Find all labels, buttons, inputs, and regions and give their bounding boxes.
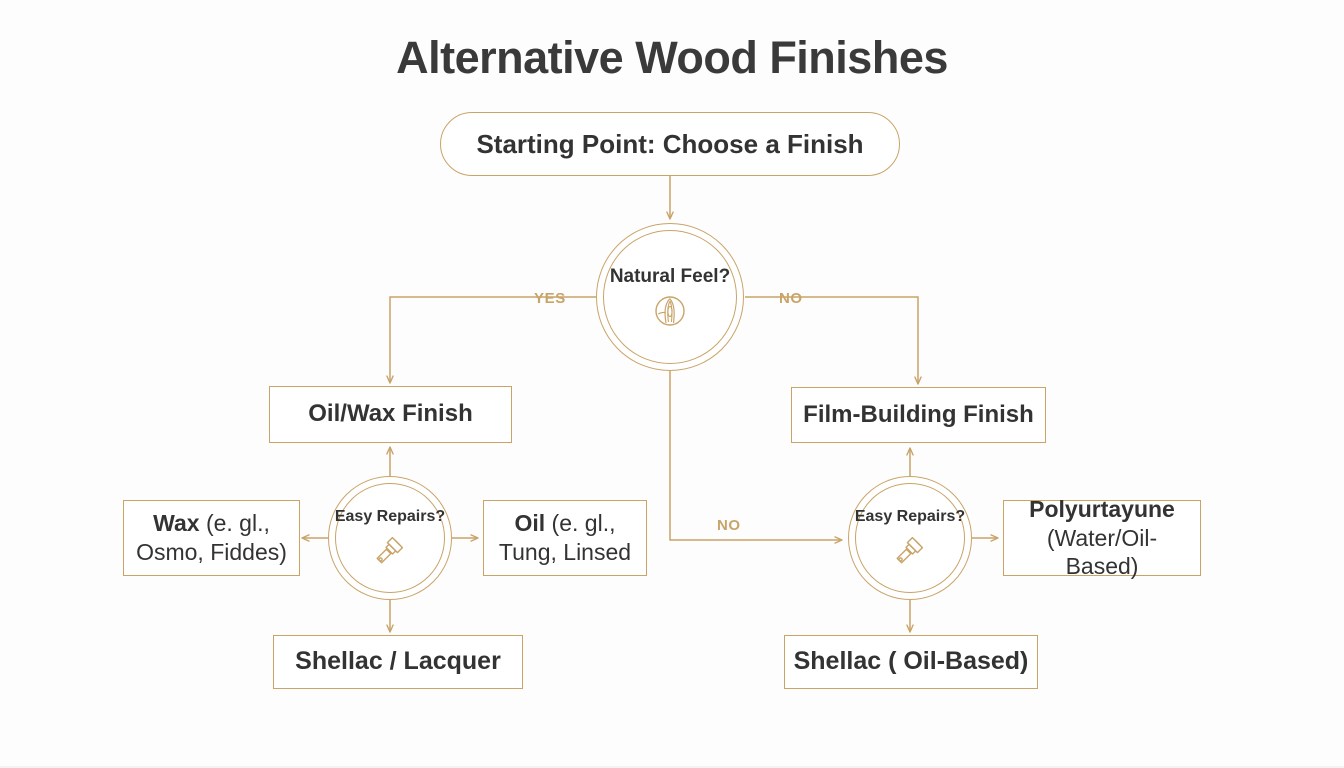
node-polyurethane[interactable]: Polyurtayune (Water/Oil-Based) [1003, 496, 1201, 579]
decision-natural-feel-label: Natural Feel? [609, 266, 731, 287]
wood-grain-icon [653, 294, 687, 328]
node-oil-suffix: (e. gl., [545, 510, 616, 537]
node-shellac-oil-based[interactable]: Shellac ( Oil-Based) [784, 635, 1038, 689]
decision-easy-repairs-left-label: Easy Repairs? [334, 508, 446, 525]
node-oil-title: Oil [514, 510, 546, 537]
decision-easy-repairs-right[interactable]: Easy Repairs? [848, 476, 972, 600]
node-film-building-finish[interactable]: Film-Building Finish [791, 387, 1046, 443]
node-oil[interactable]: Oil (e. gl., Tung, Linsed [483, 500, 647, 576]
start-node[interactable]: Starting Point: Choose a Finish [440, 112, 900, 176]
node-wax-label: Wax (e. gl., Osmo, Fiddes) [128, 509, 295, 567]
start-node-label: Starting Point: Choose a Finish [476, 128, 864, 159]
node-film-building-finish-label: Film-Building Finish [803, 400, 1034, 428]
node-wax-title: Wax [153, 510, 200, 537]
node-oil-wax-finish-label: Oil/Wax Finish [308, 400, 473, 428]
paintbrush-icon [372, 532, 408, 568]
decision-easy-repairs-left[interactable]: Easy Repairs? [328, 476, 452, 600]
node-polyurethane-label: Polyurtayune (Water/Oil-Based) [1004, 495, 1200, 582]
edge-label-yes: YES [534, 290, 566, 307]
node-oil-wax-finish[interactable]: Oil/Wax Finish [269, 386, 512, 443]
node-wax[interactable]: Wax (e. gl., Osmo, Fiddes) [123, 500, 300, 576]
node-shellac-oil-based-label: Shellac ( Oil-Based) [793, 647, 1029, 676]
decision-easy-repairs-right-label: Easy Repairs? [854, 508, 966, 525]
node-polyurethane-title: Polyurtayune [1029, 495, 1175, 522]
edge-label-no: NO [779, 290, 803, 307]
decision-natural-feel[interactable]: Natural Feel? [596, 223, 744, 371]
node-shellac-lacquer[interactable]: Shellac / Lacquer [273, 635, 523, 689]
node-polyurethane-line2: (Water/Oil-Based) [1046, 524, 1158, 580]
edge-label-no-trunk: NO [717, 517, 741, 534]
paintbrush-icon [892, 532, 928, 568]
node-wax-line2: Osmo, Fiddes) [136, 539, 287, 565]
page-title: Alternative Wood Finishes [396, 32, 948, 83]
node-oil-line2: Tung, Linsed [498, 539, 632, 565]
node-wax-suffix: (e. gl., [199, 510, 270, 537]
node-oil-label: Oil (e. gl., Tung, Linsed [491, 509, 639, 567]
node-shellac-lacquer-label: Shellac / Lacquer [295, 647, 501, 676]
